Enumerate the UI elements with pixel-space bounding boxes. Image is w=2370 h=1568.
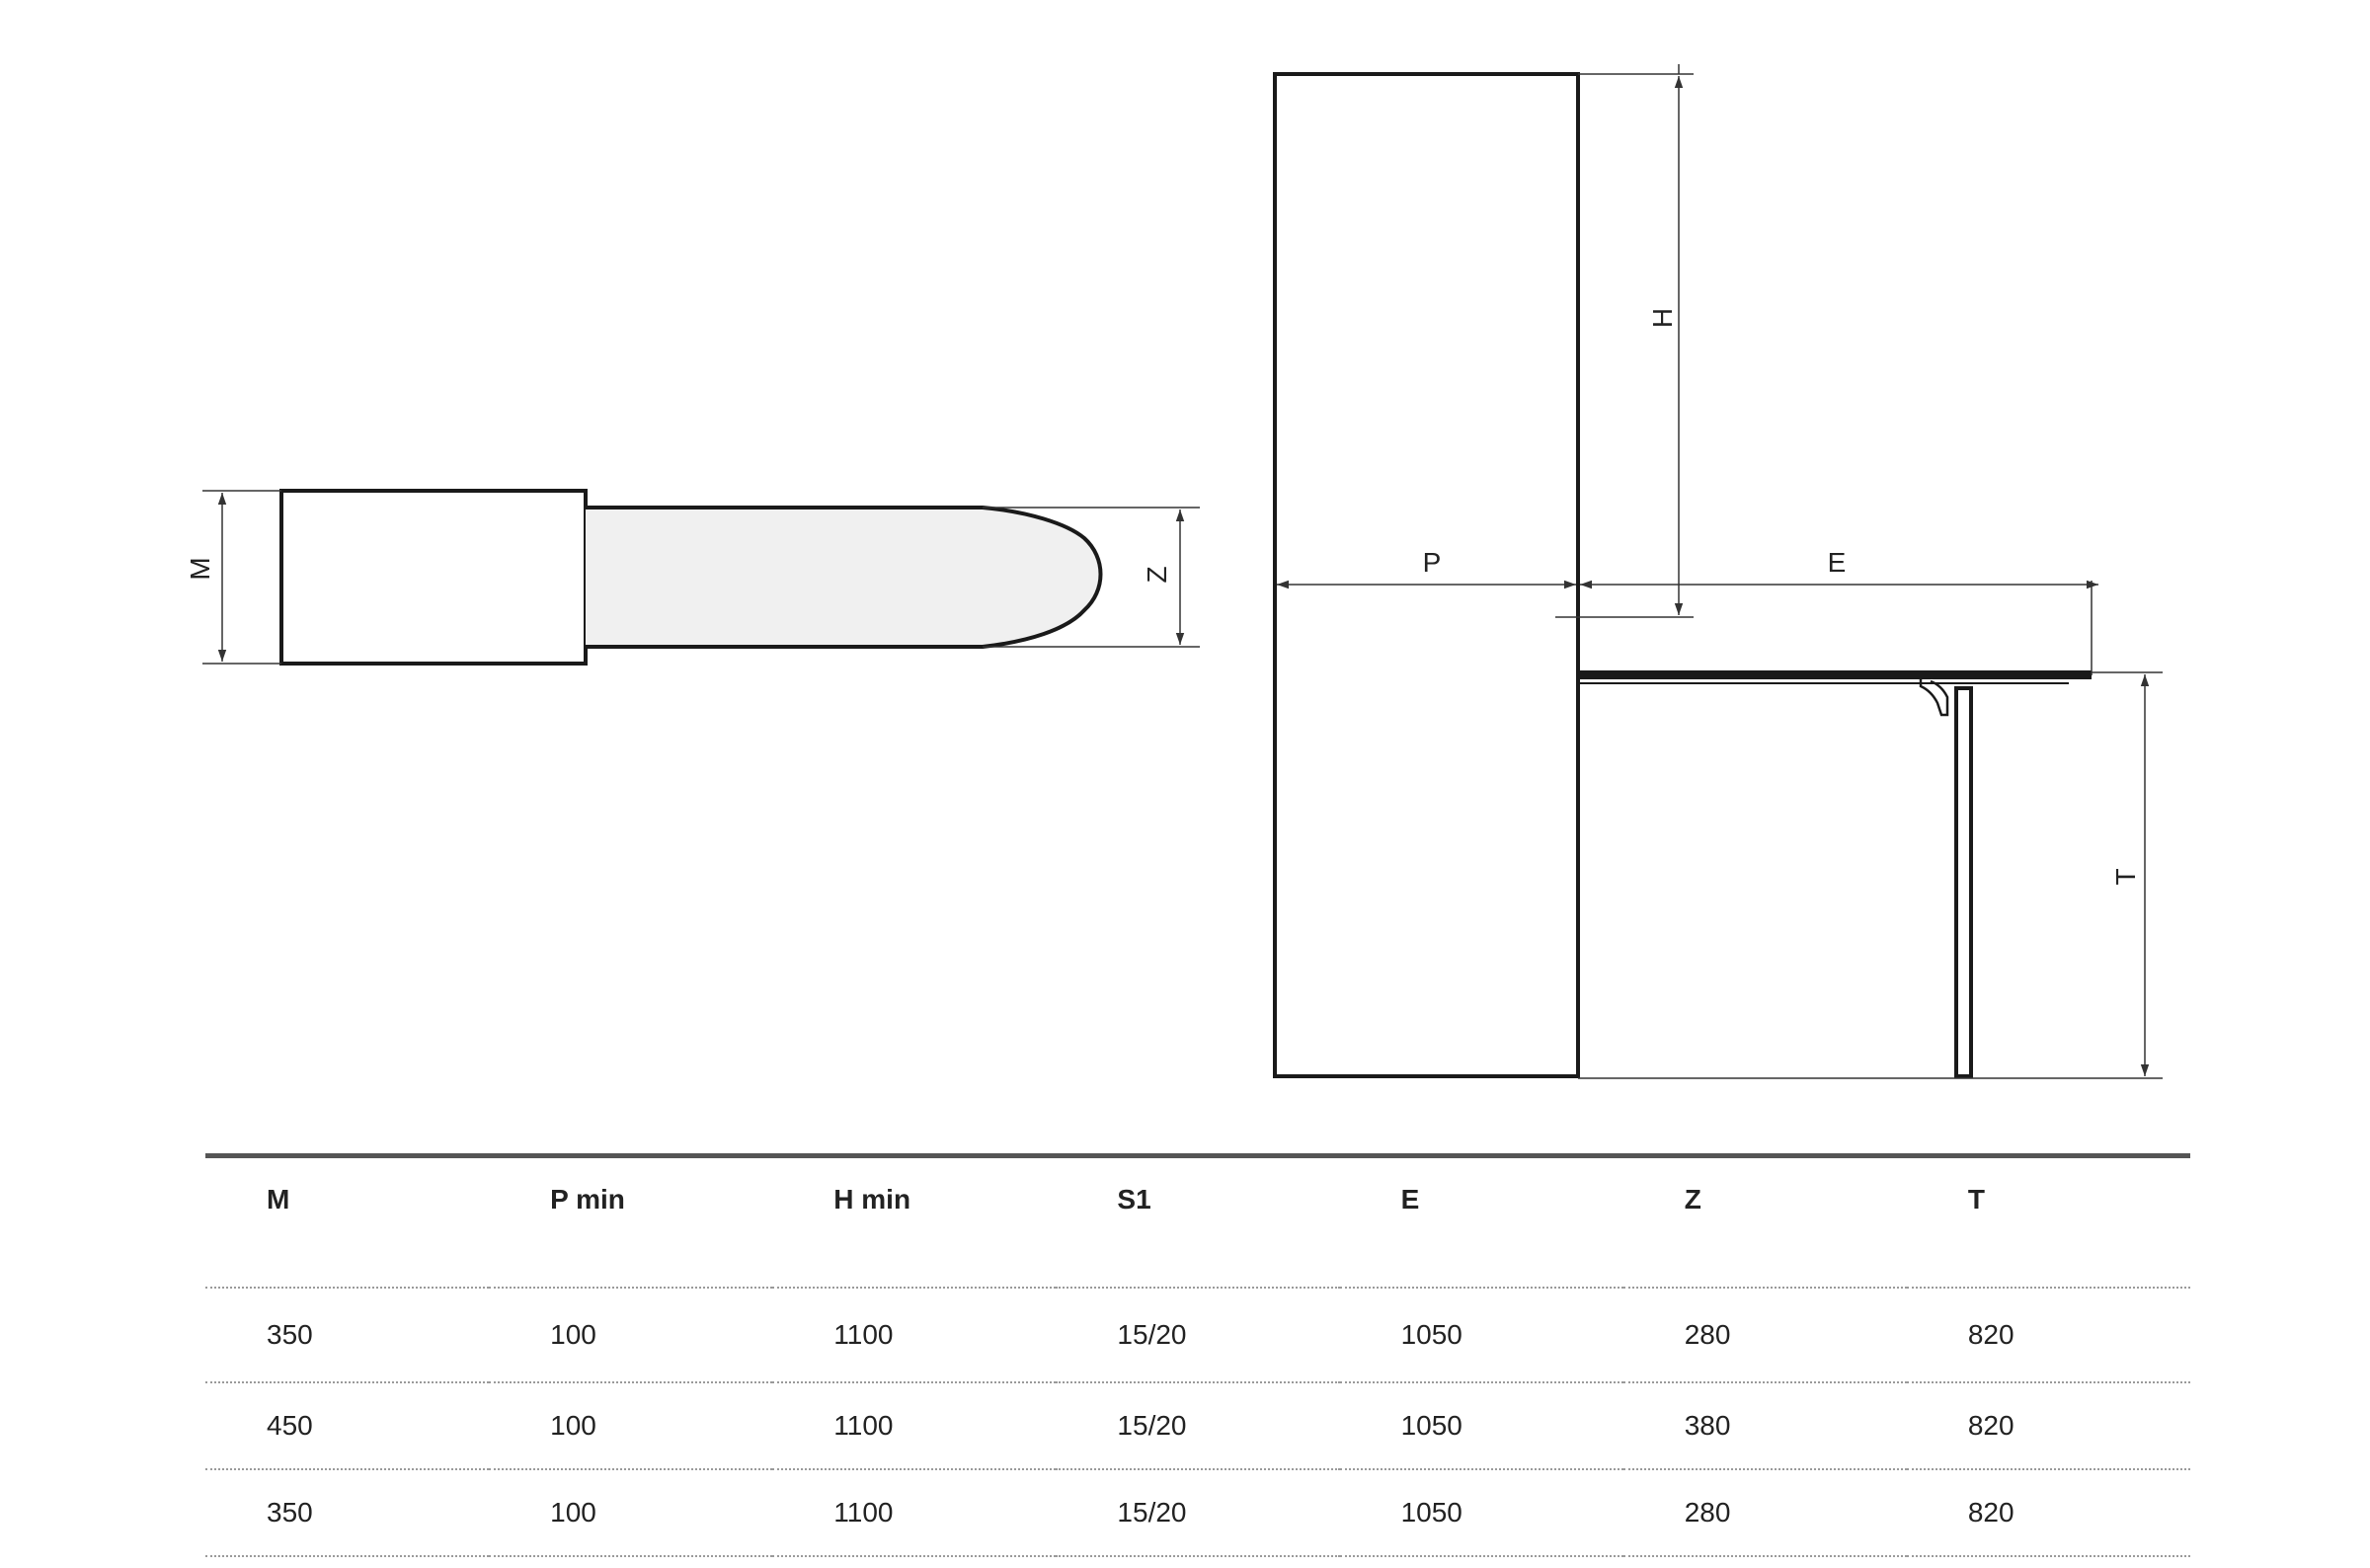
label-m: M bbox=[185, 557, 215, 580]
table-cell: 100 bbox=[489, 1382, 773, 1470]
cabinet-side-view bbox=[1273, 72, 1580, 1078]
table-cell: 350 bbox=[205, 1469, 490, 1557]
label-z: Z bbox=[1142, 566, 1172, 583]
technical-drawing: M Z bbox=[185, 64, 2163, 1079]
drawer-box-top-view bbox=[279, 489, 588, 666]
hinge-bracket bbox=[1919, 679, 1949, 717]
table-cell: 280 bbox=[1622, 1288, 1907, 1383]
table-row: 350 100 1100 15/20 1050 280 820 bbox=[205, 1469, 2190, 1557]
table-cell: 1050 bbox=[1339, 1382, 1623, 1470]
table-cell: 350 bbox=[205, 1288, 490, 1383]
table-cell: 280 bbox=[1622, 1469, 1907, 1557]
dimension-p: P bbox=[1277, 547, 1576, 589]
table-header-row: M P min H min S1 E Z T bbox=[205, 1155, 2190, 1289]
label-e: E bbox=[1828, 547, 1847, 578]
table-cell: 820 bbox=[1906, 1288, 2190, 1383]
table-cell: 1100 bbox=[772, 1469, 1057, 1557]
header-e: E bbox=[1339, 1155, 1623, 1289]
dimension-h: H bbox=[1555, 64, 1694, 618]
table-cell: 1050 bbox=[1339, 1469, 1623, 1557]
table-cell: 1050 bbox=[1339, 1288, 1623, 1383]
header-h-min: H min bbox=[772, 1155, 1057, 1289]
table-cell: 15/20 bbox=[1056, 1469, 1340, 1557]
table-row: 350 100 1100 15/20 1050 280 820 bbox=[205, 1288, 2190, 1383]
dimension-m: M bbox=[185, 490, 281, 665]
table-cell: 820 bbox=[1906, 1382, 2190, 1470]
table-cell: 100 bbox=[489, 1469, 773, 1557]
side-view: H P E T bbox=[1273, 64, 2163, 1079]
table-cell: 1100 bbox=[772, 1382, 1057, 1470]
header-t: T bbox=[1906, 1155, 2190, 1289]
ironing-board-top-view bbox=[586, 506, 1103, 649]
table-cell: 15/20 bbox=[1056, 1288, 1340, 1383]
table-cell: 100 bbox=[489, 1288, 773, 1383]
top-view: M Z bbox=[185, 489, 1200, 666]
header-m: M bbox=[205, 1155, 490, 1289]
dimensions-table: M P min H min S1 E Z T 350 100 1100 15/2… bbox=[205, 1153, 2190, 1557]
ironing-board-side-view bbox=[1578, 670, 2092, 679]
header-z: Z bbox=[1622, 1155, 1907, 1289]
support-leg bbox=[1954, 686, 1973, 1078]
label-p: P bbox=[1423, 547, 1442, 578]
dimension-e: E bbox=[1580, 547, 2098, 675]
dimension-z: Z bbox=[983, 507, 1200, 648]
dimension-t: T bbox=[2092, 671, 2163, 1076]
label-t: T bbox=[2110, 868, 2141, 885]
table-cell: 1100 bbox=[772, 1288, 1057, 1383]
label-h: H bbox=[1647, 308, 1678, 328]
header-s1: S1 bbox=[1056, 1155, 1340, 1289]
table-cell: 15/20 bbox=[1056, 1382, 1340, 1470]
table-cell: 450 bbox=[205, 1382, 490, 1470]
table-cell: 380 bbox=[1622, 1382, 1907, 1470]
table-cell: 820 bbox=[1906, 1469, 2190, 1557]
table-row: 450 100 1100 15/20 1050 380 820 bbox=[205, 1382, 2190, 1470]
header-p-min: P min bbox=[489, 1155, 773, 1289]
